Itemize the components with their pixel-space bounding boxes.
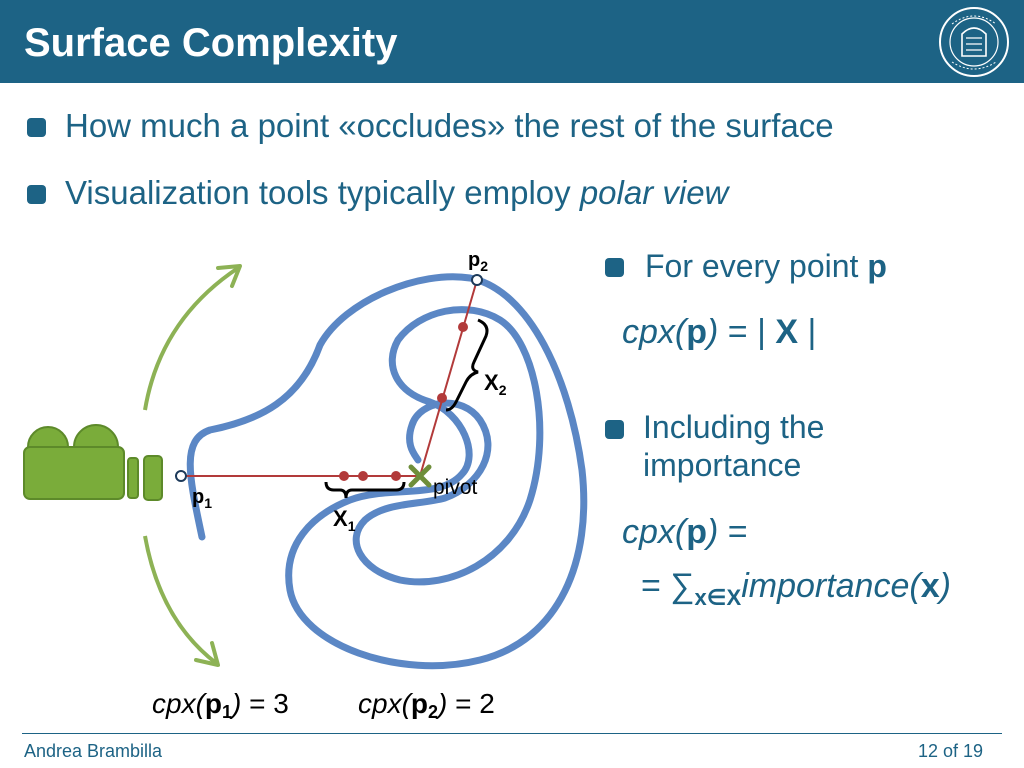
label-pivot: pivot xyxy=(433,476,478,499)
pivot-marker xyxy=(408,464,432,488)
intersection-dot xyxy=(458,322,468,332)
brace-x2 xyxy=(445,318,489,412)
rotation-arrow-up-head xyxy=(216,264,242,288)
bullet-marker xyxy=(27,118,46,137)
title-bar: Surface Complexity xyxy=(0,0,1024,83)
intersection-dot xyxy=(339,471,349,481)
bullet-marker xyxy=(605,258,624,277)
camera-icon xyxy=(23,424,163,501)
rotation-arrow-down-head xyxy=(194,641,220,667)
intersection-dot xyxy=(437,393,447,403)
bullet-occludes: How much a point «occludes» the rest of … xyxy=(65,107,834,144)
footer-page-number: 12 of 19 xyxy=(918,741,984,761)
bullet-every-point: For every point p xyxy=(645,248,887,284)
rotation-arrow-down xyxy=(143,535,218,665)
bullet-importance: Including the importance xyxy=(643,409,825,483)
footer-author: Andrea Brambilla xyxy=(24,741,163,761)
caption-cpx-p2: cpx(p2) = 2 xyxy=(358,688,495,722)
bullet-marker xyxy=(605,420,624,439)
bullet-polar-view: Visualization tools typically employ pol… xyxy=(65,174,729,211)
rotation-arrow-up xyxy=(143,266,240,411)
label-x2: X2 xyxy=(484,370,507,398)
formula-cpx-cardinality: cpx(p) = | X | xyxy=(622,313,817,351)
intersection-dot xyxy=(358,471,368,481)
label-p1: p1 xyxy=(192,486,212,511)
formula-cpx-importance-sum: = ∑x∈Ximportance(x) xyxy=(641,567,951,610)
footer-divider xyxy=(22,733,1002,734)
formula-cpx-importance-lhs: cpx(p) = xyxy=(622,513,748,551)
bullet-marker xyxy=(27,185,46,204)
point-p1-marker xyxy=(175,470,187,482)
label-x1: X1 xyxy=(333,506,356,534)
point-p2-marker xyxy=(471,274,483,286)
polar-view-diagram: p1 p2 X1 X2 pivot xyxy=(23,249,588,670)
label-p2: p2 xyxy=(468,249,488,274)
intersection-dot xyxy=(391,471,401,481)
university-seal-icon xyxy=(939,7,1009,77)
surface-curve xyxy=(186,273,588,670)
caption-cpx-p1: cpx(p1) = 3 xyxy=(152,688,289,722)
brace-x1 xyxy=(324,481,406,499)
slide-title: Surface Complexity xyxy=(24,21,398,65)
ray-p2 xyxy=(419,279,478,477)
